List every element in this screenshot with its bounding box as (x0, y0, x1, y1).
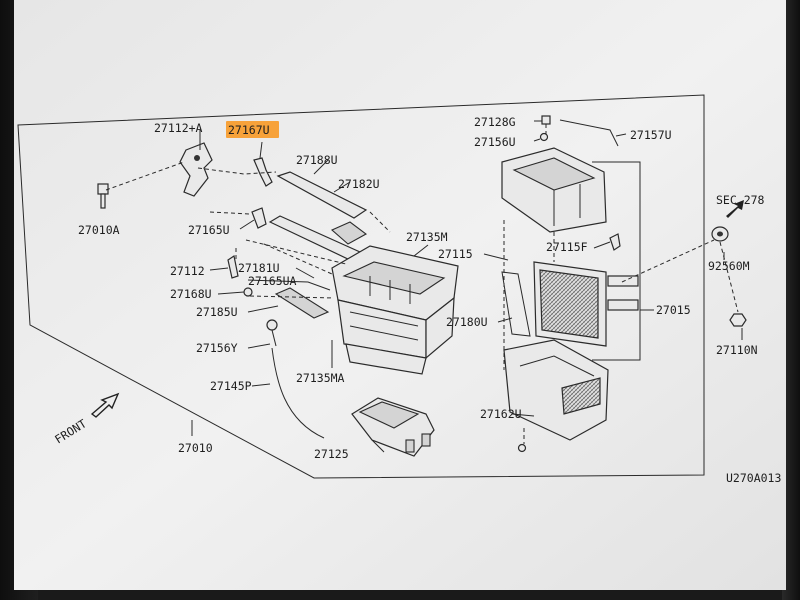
label-27168U: 27168U (170, 287, 212, 301)
label-27181U: 27181U (238, 261, 280, 275)
label-27180U: 27180U (446, 315, 488, 329)
label-27156U: 27156U (474, 135, 516, 149)
label-27010: 27010 (178, 441, 213, 455)
rod-27112 (227, 255, 239, 279)
label-27162U: 27162U (480, 407, 522, 421)
label-27128G: 27128G (474, 115, 516, 129)
label-27125: 27125 (314, 447, 349, 461)
filter-27182U (330, 221, 368, 245)
label-27188U: 27188U (296, 153, 338, 167)
lower-case-27162U (503, 339, 609, 441)
label-27135MA: 27135MA (296, 371, 345, 385)
rod-27157U (559, 119, 619, 147)
bracket-27112A (179, 142, 213, 197)
monitor-bezel-right (782, 0, 800, 600)
label-27185U: 27185U (196, 305, 238, 319)
case-lower-27135MA (345, 343, 427, 375)
label-27110N: 27110N (716, 343, 758, 357)
parts-diagram: 27112+A 27167U 27188U 27182U 27010A 2716… (14, 0, 786, 590)
label-sec278: SEC.278 (716, 193, 765, 207)
assembly-outline (17, 94, 705, 479)
assembly-dash-lines (105, 124, 739, 444)
cable-27156Y (266, 319, 278, 347)
heater-case-27135M (331, 245, 459, 360)
label-27182U: 27182U (338, 177, 380, 191)
label-27167U: 27167U (228, 123, 270, 137)
nut-27110N (729, 313, 747, 327)
label-27157U: 27157U (630, 128, 672, 142)
lever-27167U (253, 157, 273, 187)
clip-27156U (539, 132, 549, 142)
label-27112A: 27112+A (154, 121, 203, 135)
front-arrow-icon (90, 392, 120, 418)
label-92560M: 92560M (708, 259, 750, 273)
label-27010A: 27010A (78, 223, 120, 237)
sec278-arrow (726, 200, 744, 218)
leader-lines (191, 120, 743, 453)
clip-27168U (243, 287, 253, 297)
label-27165U: 27165U (188, 223, 230, 237)
cable-27145P (271, 347, 325, 439)
screw-27162U (517, 443, 527, 453)
heater-core-27015 (533, 261, 639, 347)
label-27156Y: 27156Y (196, 341, 238, 355)
screw-27128G (541, 115, 551, 125)
highlight-marker (226, 121, 279, 138)
grommet-92560M (711, 226, 729, 242)
base-27125 (351, 397, 435, 457)
label-27115F: 27115F (546, 240, 588, 254)
gasket-27180U (501, 271, 531, 337)
link-27165U (251, 207, 267, 229)
label-27015: 27015 (656, 303, 691, 317)
plate-27185U (274, 287, 330, 319)
label-27165UA: 27165UA (248, 274, 297, 288)
upper-case-27115 (501, 147, 607, 233)
diagram-code: U270A013 (726, 471, 781, 485)
clip-27115F (609, 233, 621, 251)
label-27115: 27115 (438, 247, 473, 261)
label-27112: 27112 (170, 264, 205, 278)
duct-27188U (276, 171, 368, 219)
label-27145P: 27145P (210, 379, 252, 393)
label-27135M: 27135M (406, 230, 448, 244)
